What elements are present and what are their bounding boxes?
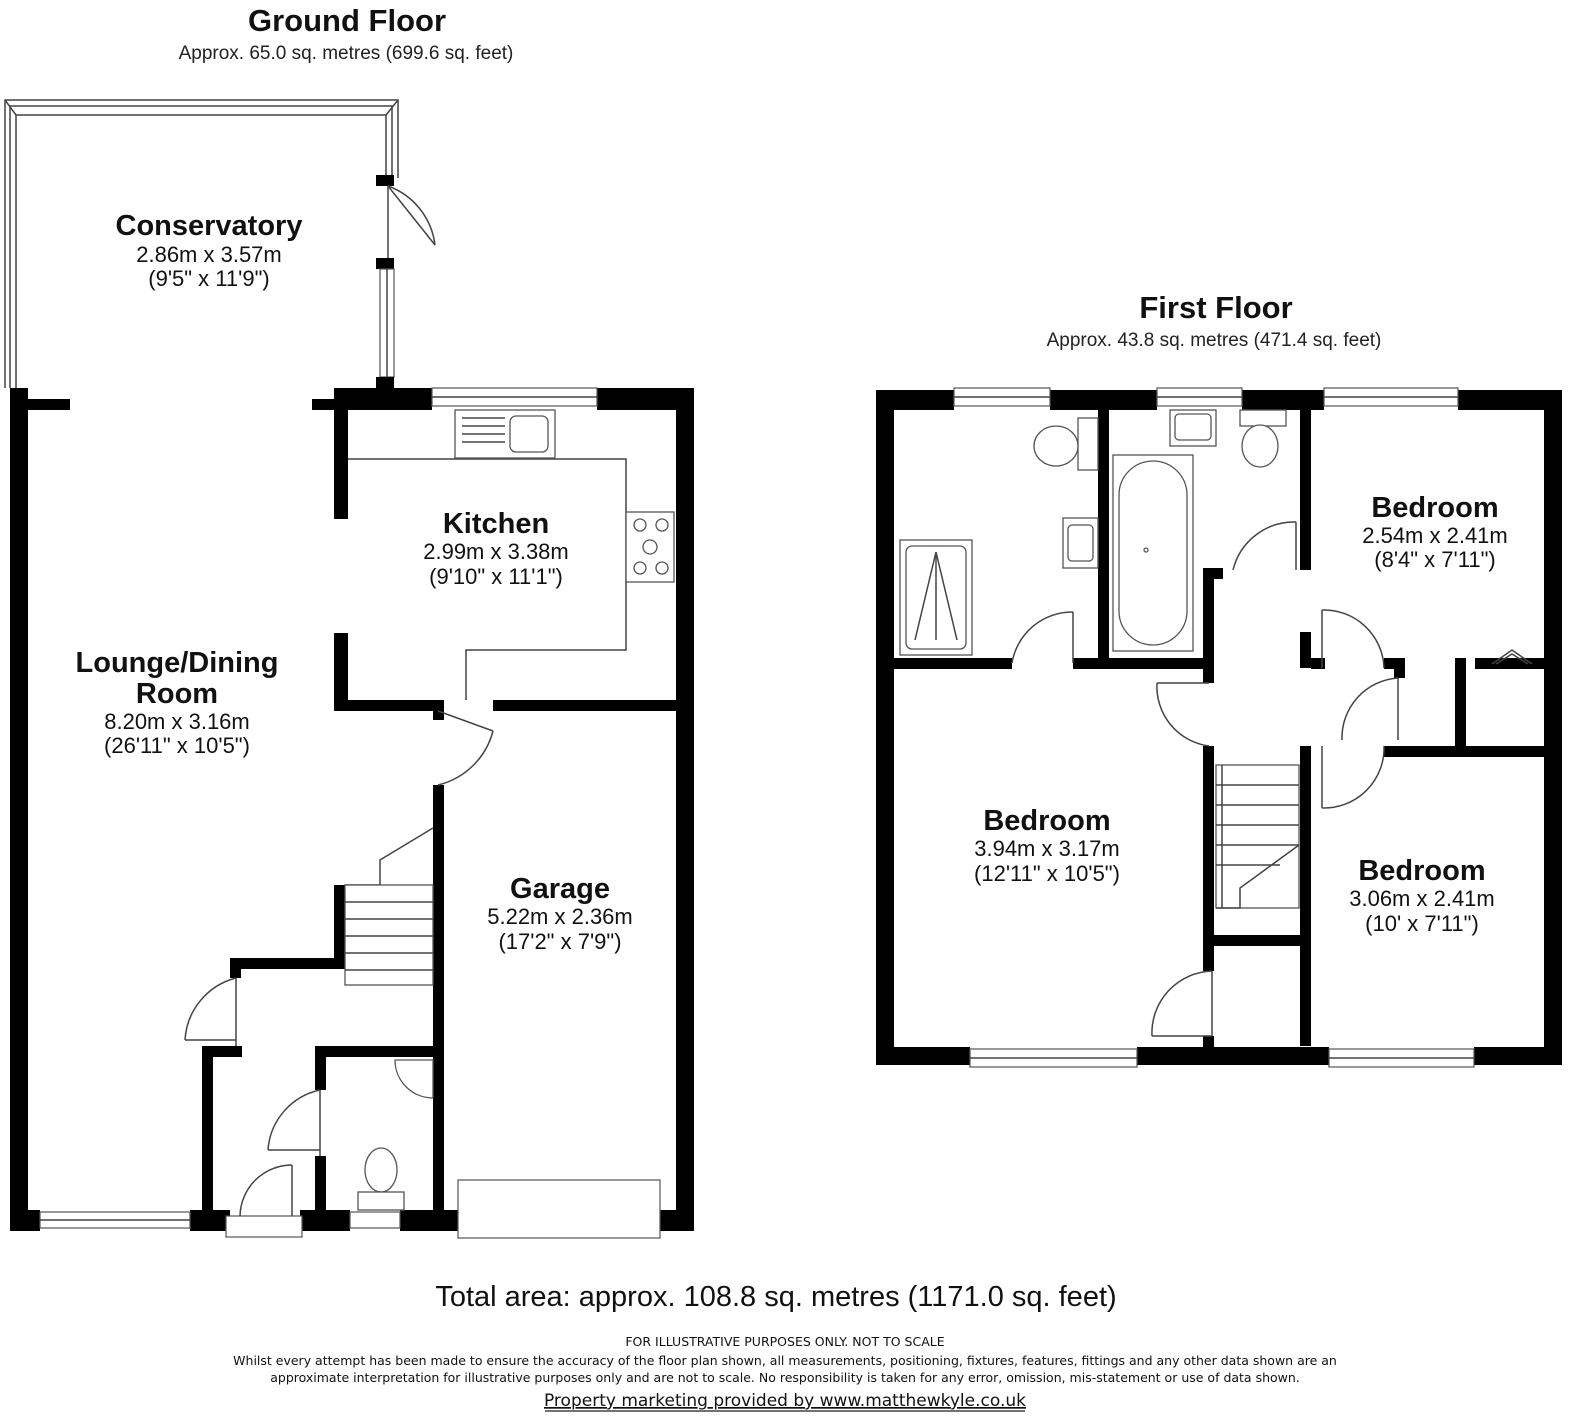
first-floor-title: First Floor bbox=[1139, 290, 1292, 325]
first-floor-plan: Bedroom 2.54m x 2.41m (8'4" x 7'11") Bed… bbox=[876, 387, 1562, 1068]
ground-floor-openings bbox=[39, 387, 661, 1239]
bedroom-3-label: Bedroom 3.06m x 2.41m (10' x 7'11") bbox=[1349, 855, 1495, 936]
room-dimensions-imperial: (8'4" x 7'11") bbox=[1374, 547, 1495, 572]
conservatory-frame bbox=[4, 99, 436, 389]
room-name-line2: Room bbox=[136, 678, 218, 710]
ground-floor-title: Ground Floor bbox=[248, 3, 446, 38]
ground-floor-stairs bbox=[344, 827, 434, 986]
garage-label: Garage 5.22m x 2.36m (17'2" x 7'9") bbox=[487, 873, 633, 954]
room-dimensions-metric: 5.22m x 2.36m bbox=[487, 904, 633, 929]
room-dimensions-metric: 2.99m x 3.38m bbox=[423, 539, 569, 564]
room-dimensions-imperial: (9'10" x 11'1") bbox=[429, 564, 563, 589]
lounge-dining-label: Lounge/Dining Room 8.20m x 3.16m (26'11"… bbox=[76, 647, 279, 758]
room-name: Bedroom bbox=[1358, 855, 1485, 887]
disclaimer-heading: FOR ILLUSTRATIVE PURPOSES ONLY. NOT TO S… bbox=[625, 1334, 944, 1349]
bedroom-2-label: Bedroom 2.54m x 2.41m (8'4" x 7'11") bbox=[1362, 492, 1508, 572]
room-dimensions-metric: 3.94m x 3.17m bbox=[974, 836, 1120, 861]
room-name: Bedroom bbox=[1371, 492, 1498, 524]
room-dimensions-metric: 2.54m x 2.41m bbox=[1362, 523, 1508, 548]
first-floor-walls bbox=[876, 390, 1562, 1065]
total-area: Total area: approx. 108.8 sq. metres (11… bbox=[435, 1281, 1116, 1313]
room-dimensions-imperial: (12'11" x 10'5") bbox=[974, 861, 1120, 886]
room-dimensions-imperial: (9'5" x 11'9") bbox=[148, 266, 269, 291]
disclaimer-line-1: Whilst every attempt has been made to en… bbox=[233, 1353, 1337, 1368]
conservatory-label: Conservatory 2.86m x 3.57m (9'5" x 11'9"… bbox=[116, 210, 303, 291]
bathroom-fixtures bbox=[1112, 409, 1287, 652]
first-floor-stairs bbox=[1215, 764, 1300, 909]
bedroom-1-label: Bedroom 3.94m x 3.17m (12'11" x 10'5") bbox=[974, 805, 1120, 886]
room-dimensions-imperial: (26'11" x 10'5") bbox=[104, 733, 250, 758]
ground-floor-plan: Conservatory 2.86m x 3.57m (9'5" x 11'9"… bbox=[4, 99, 694, 1239]
marketing-credit-link[interactable]: Property marketing provided by www.matth… bbox=[544, 1391, 1026, 1411]
disclaimer-line-2: approximate interpretation for illustrat… bbox=[270, 1370, 1300, 1385]
room-dimensions-metric: 2.86m x 3.57m bbox=[136, 242, 282, 267]
room-dimensions-metric: 3.06m x 2.41m bbox=[1349, 886, 1495, 911]
room-name: Garage bbox=[510, 873, 610, 905]
ground-floor-walls bbox=[10, 388, 694, 1231]
room-name-line1: Lounge/Dining bbox=[76, 647, 279, 679]
ground-floor-area: Approx. 65.0 sq. metres (699.6 sq. feet) bbox=[179, 43, 514, 64]
room-name: Kitchen bbox=[443, 508, 549, 540]
room-name: Bedroom bbox=[983, 805, 1110, 837]
kitchen-fixtures bbox=[348, 409, 675, 700]
first-floor-area: Approx. 43.8 sq. metres (471.4 sq. feet) bbox=[1047, 330, 1382, 351]
room-dimensions-metric: 8.20m x 3.16m bbox=[104, 709, 250, 734]
wc-fixtures bbox=[357, 1059, 434, 1211]
room-dimensions-imperial: (17'2" x 7'9") bbox=[498, 929, 621, 954]
first-floor-doors bbox=[1011, 521, 1533, 1037]
ensuite-fixtures bbox=[899, 417, 1099, 656]
first-floor-windows bbox=[953, 387, 1475, 1068]
room-name: Conservatory bbox=[116, 210, 303, 242]
kitchen-label: Kitchen 2.99m x 3.38m (9'10" x 11'1") bbox=[423, 508, 569, 589]
room-dimensions-imperial: (10' x 7'11") bbox=[1365, 911, 1479, 936]
